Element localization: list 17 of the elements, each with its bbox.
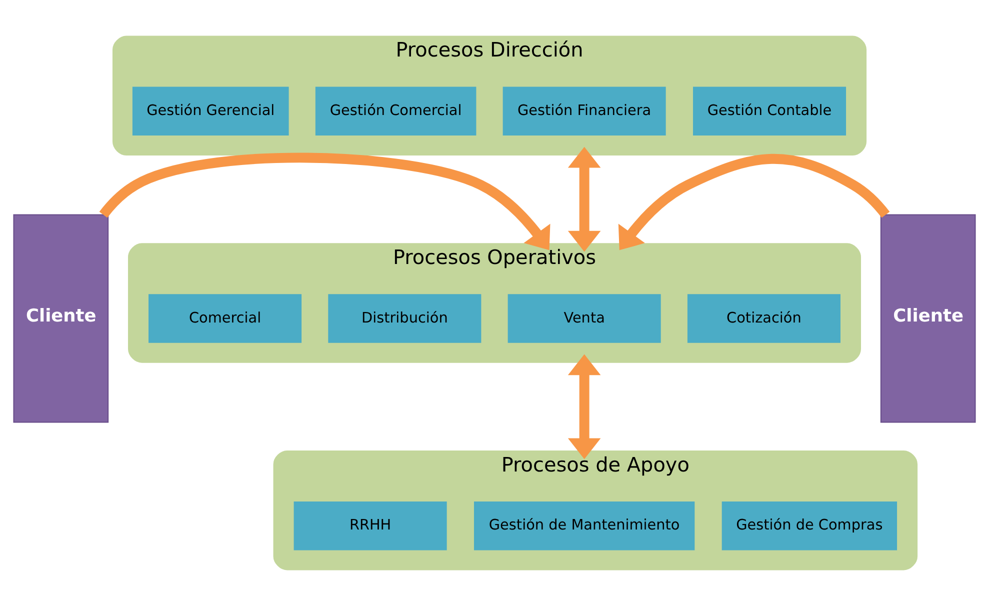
node-box: Gestión Comercial (314, 86, 476, 136)
node-box: Comercial (148, 294, 302, 343)
node-box: Cliente (880, 214, 976, 423)
arrow (98, 152, 550, 250)
node-box: Gestión Contable (692, 86, 846, 136)
node-box: Distribución (328, 294, 481, 343)
node-box: Cotización (686, 294, 840, 343)
node-box: Gestión Gerencial (132, 86, 288, 136)
arrow (618, 154, 890, 250)
node-box: Gestión de Mantenimiento (473, 502, 694, 550)
node-box: Gestión Financiera (502, 86, 666, 136)
node-box: Venta (507, 294, 660, 343)
node-box: RRHH (293, 502, 446, 550)
arrow (567, 354, 600, 460)
arrow (567, 146, 600, 252)
node-box: Gestión de Compras (721, 502, 897, 550)
node-box: Cliente (12, 214, 108, 423)
